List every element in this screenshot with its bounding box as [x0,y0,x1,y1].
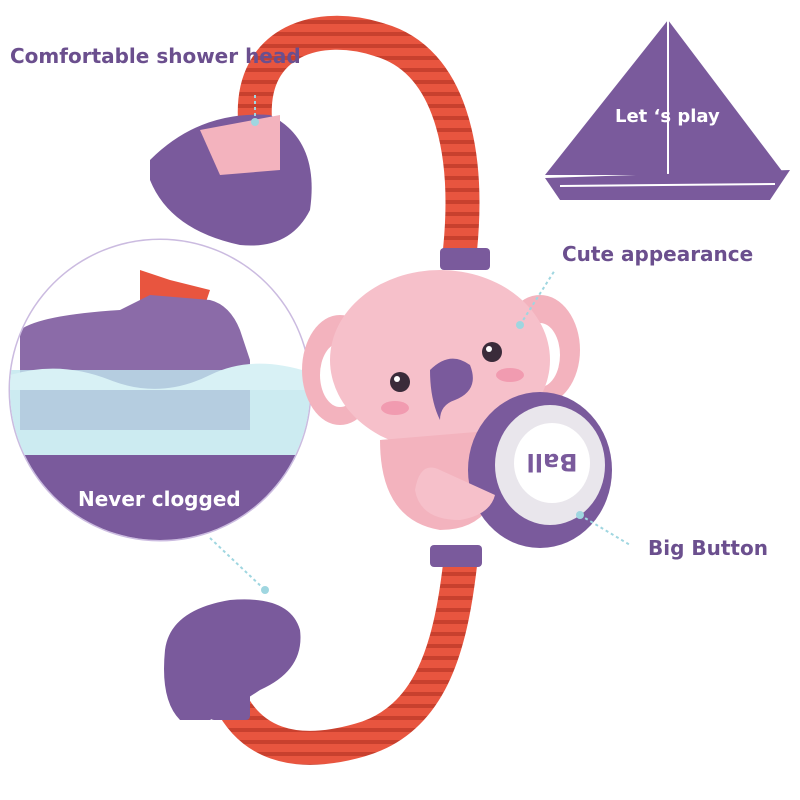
callout-never-clogged: Never clogged [78,487,241,511]
hose [213,15,490,765]
ball-button-text: Ball [527,448,578,476]
sailboat-graphic [545,20,790,200]
callout-big-button: Big Button [648,536,768,560]
ball-button: Ball [415,392,631,548]
never-clogged-circle [8,238,312,594]
sail-label: Let ‘s play [615,106,720,127]
callout-shower-head: Comfortable shower head [10,44,301,68]
shower-head [150,95,312,246]
bottom-nozzle [164,599,301,720]
callout-cute-appearance: Cute appearance [562,242,754,266]
